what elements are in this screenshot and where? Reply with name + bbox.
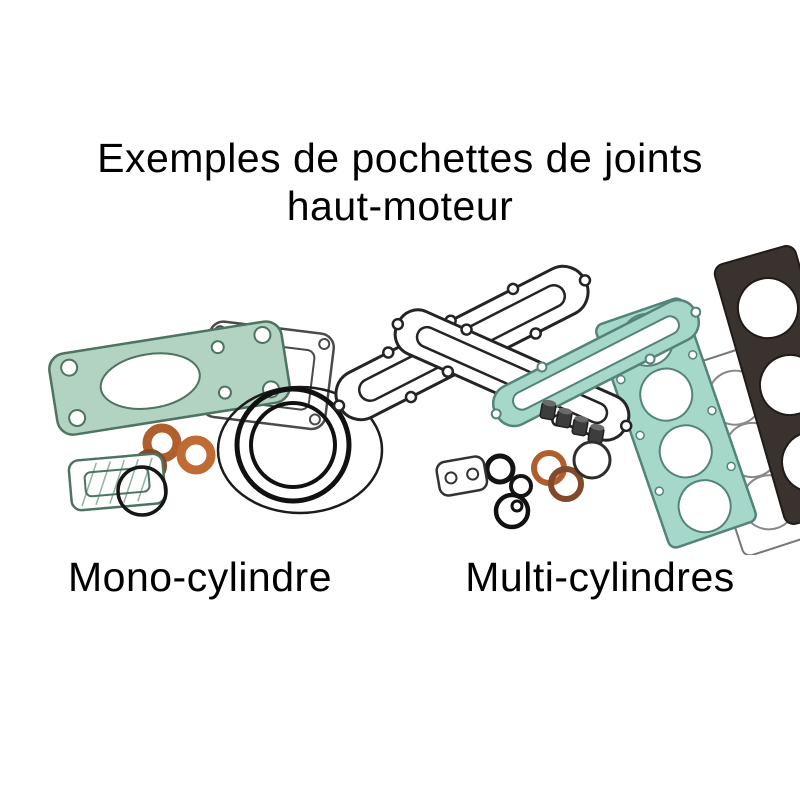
copper-seal-rings (531, 440, 612, 502)
caption-mono-cylindre: Mono-cylindre (68, 554, 332, 600)
small-port-gasket (435, 455, 489, 497)
teal-cover-gasket (490, 298, 702, 428)
dark-head-gasket (713, 245, 800, 525)
page-title: Exemples de pochettes de joints haut-mot… (0, 134, 800, 230)
title-line-2: haut-moteur (286, 183, 514, 229)
gasket-kits-photo (48, 245, 800, 555)
title-line-1: Exemples de pochettes de joints (97, 135, 703, 181)
caption-multi-cylindres: Multi-cylindres (465, 554, 735, 600)
captions-row: Mono-cylindre Multi-cylindres (0, 554, 800, 601)
green-cylinder-gasket (48, 320, 291, 436)
large-o-rings (216, 385, 384, 515)
black-seal-ring (116, 465, 168, 517)
multi-cylinder-kit (332, 245, 800, 555)
mono-cylinder-kit (48, 320, 384, 517)
seal-ring-with-dot (493, 492, 531, 530)
valve-stem-seals (539, 399, 605, 445)
hatched-paper-gasket (67, 452, 167, 512)
small-o-rings (484, 453, 533, 498)
